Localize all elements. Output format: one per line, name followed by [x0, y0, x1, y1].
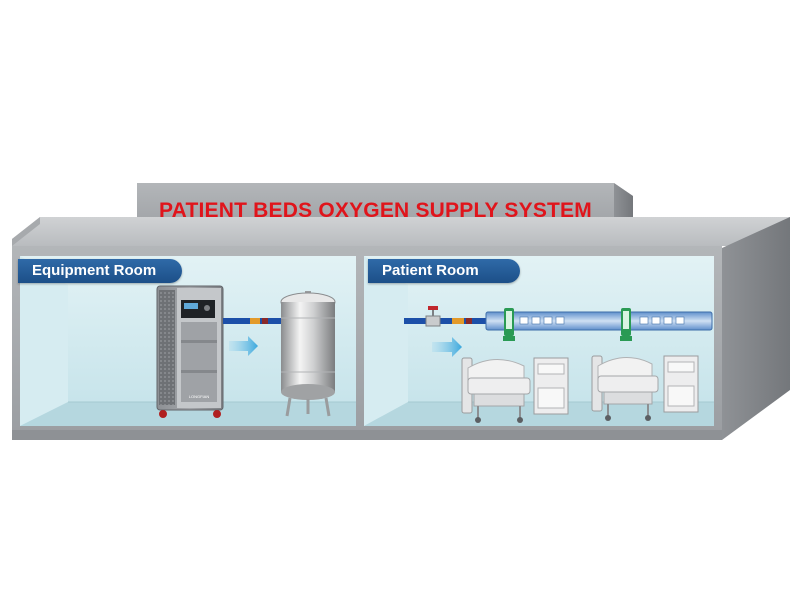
bed-head-panel — [485, 311, 713, 331]
svg-text:LONGFIAN: LONGFIAN — [189, 394, 210, 399]
flow-arrow-equipment — [229, 336, 258, 356]
patient-room-label: Patient Room — [368, 259, 520, 283]
equipment-room-label: Equipment Room — [18, 259, 182, 283]
flowmeter-left — [503, 308, 515, 341]
hospital-bed-1 — [461, 357, 531, 423]
oxygen-tank — [280, 291, 336, 417]
diagram-title: PATIENT BEDS OXYGEN SUPPLY SYSTEM — [159, 199, 592, 222]
bedside-cabinet-2 — [663, 355, 699, 413]
flowmeter-right — [620, 308, 632, 341]
pipe-equipment — [223, 318, 283, 324]
oxygen-generator: LONGFIAN — [156, 285, 224, 418]
pipe-patient — [404, 318, 488, 324]
bedside-cabinet-1 — [533, 357, 569, 415]
hospital-bed-2 — [591, 355, 659, 421]
valve-icon — [425, 306, 441, 327]
flow-arrow-patient — [432, 337, 462, 357]
